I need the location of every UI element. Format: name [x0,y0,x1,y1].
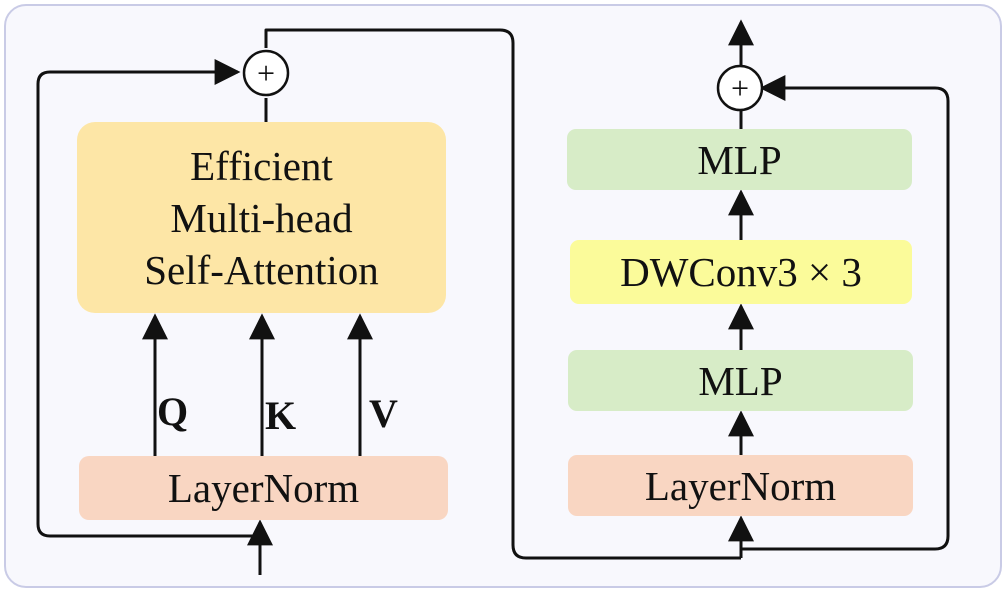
residual-skip-left [36,59,260,538]
attention-title-line1: Efficient [190,142,333,189]
mlp-box-bottom: MLP [568,350,913,411]
add-node-left: + [242,49,290,97]
value-label: V [369,391,398,436]
add-to-ffn-connector [264,28,741,560]
attention-title-line3: Self-Attention [144,246,379,293]
key-label: K [265,393,297,438]
layernorm-box-attention: LayerNorm [79,456,448,520]
layernorm-box-ffn: LayerNorm [568,455,913,516]
add-symbol-right: + [731,70,749,106]
attention-title-line2: Multi-head [170,194,353,241]
query-label: Q [157,389,189,434]
dwconv-box: DWConv3 × 3 [570,240,912,304]
add-symbol-left: + [257,55,275,91]
mlp-box-top: MLP [567,129,912,190]
efficient-attention-box: Efficient Multi-head Self-Attention [77,122,446,313]
residual-skip-right [741,75,950,551]
add-node-right: + [716,64,764,112]
